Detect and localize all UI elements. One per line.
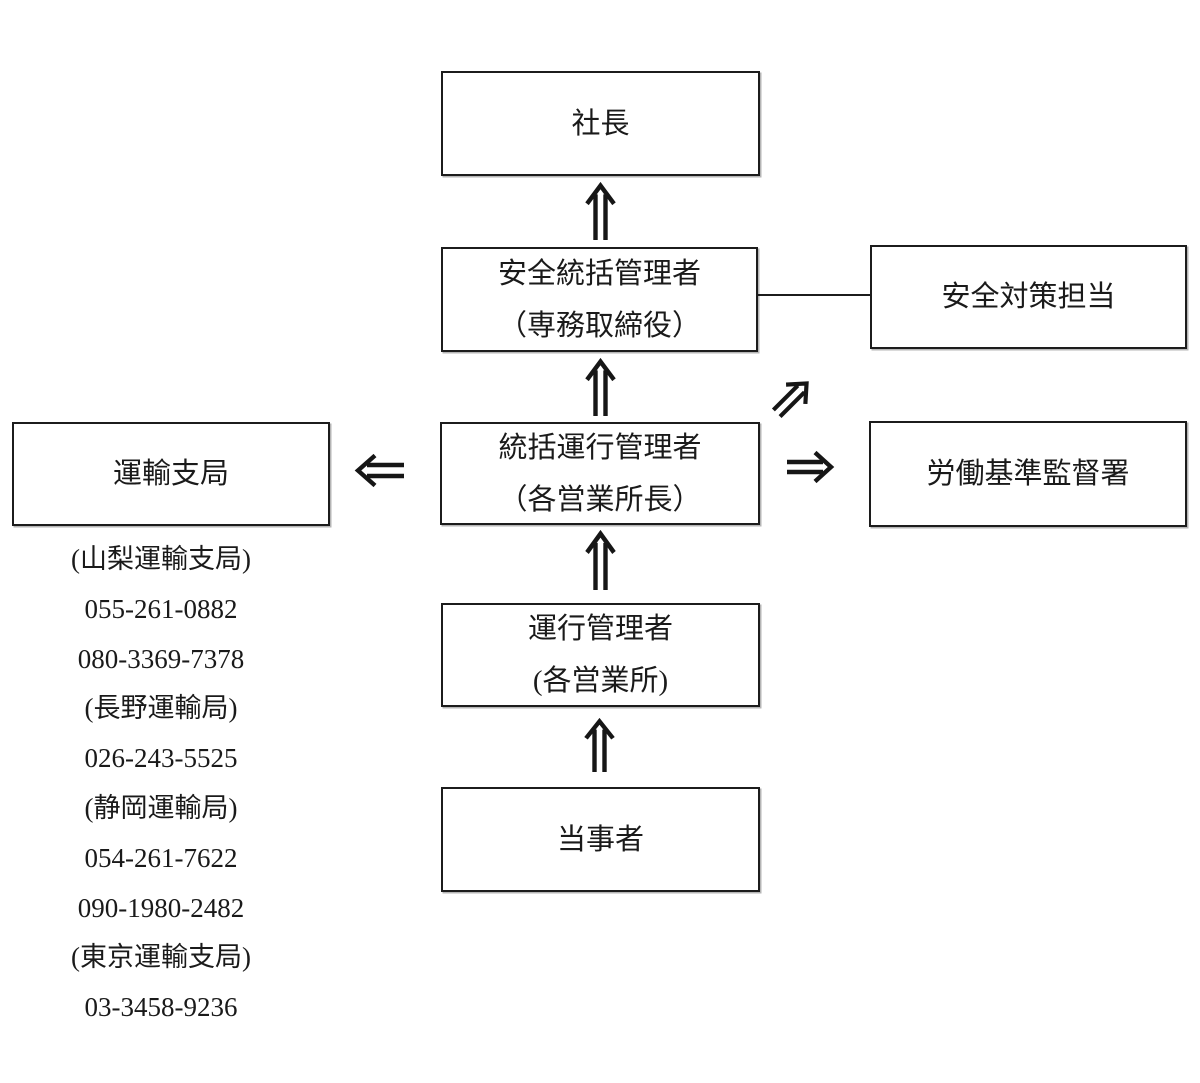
- box-safety-general-manager-subtitle: （専務取締役）: [497, 309, 701, 342]
- box-safety-general-manager-title: 安全統括管理者: [497, 257, 701, 290]
- box-operations-manager: 運行管理者 (各営業所): [441, 603, 760, 707]
- box-chief-operations-manager-title: 統括運行管理者: [498, 431, 702, 464]
- double-arrow-up-icon: [584, 717, 615, 772]
- contact-phone: 054-261-7622: [84, 842, 238, 873]
- box-chief-operations-manager-subtitle: （各営業所長）: [498, 483, 702, 516]
- box-concerned-party-label: 当事者: [556, 823, 644, 856]
- box-labor-standards-office: 労働基準監督署: [869, 421, 1187, 527]
- box-chief-operations-manager: 統括運行管理者 （各営業所長）: [440, 422, 760, 525]
- contact-phone: 055-261-0882: [84, 593, 238, 624]
- double-arrow-left-icon: [354, 453, 404, 488]
- contact-office-shizuoka: (静岡運輸局): [84, 792, 238, 823]
- contact-office-tokyo: (東京運輸支局): [71, 942, 251, 973]
- contact-phone: 080-3369-7378: [77, 643, 245, 674]
- box-operations-manager-title: 運行管理者: [527, 613, 673, 645]
- box-transport-branch-office: 運輸支局: [12, 422, 330, 526]
- double-arrow-up-icon: [585, 529, 616, 590]
- contact-phone: 03-3458-9236: [84, 992, 238, 1023]
- contact-office-nagano: (長野運輸局): [84, 693, 238, 724]
- double-arrow-up-icon: [585, 357, 616, 416]
- contact-list: (山梨運輸支局) 055-261-0882 080-3369-7378 (長野運…: [0, 535, 322, 1033]
- double-arrow-up-icon: [585, 181, 616, 240]
- box-operations-manager-subtitle: (各営業所): [532, 665, 669, 697]
- box-labor-standards-office-label: 労働基準監督署: [926, 458, 1130, 490]
- contact-phone: 090-1980-2482: [77, 892, 245, 923]
- box-safety-general-manager: 安全統括管理者 （専務取締役）: [441, 247, 758, 352]
- box-safety-officer: 安全対策担当: [870, 245, 1187, 349]
- double-arrow-up-right-icon: [771, 381, 809, 419]
- box-transport-branch-office-label: 運輸支局: [112, 458, 229, 490]
- box-president-label: 社長: [571, 107, 630, 140]
- box-safety-officer-label: 安全対策担当: [941, 281, 1116, 313]
- contact-office-yamanashi: (山梨運輸支局): [71, 544, 251, 574]
- double-arrow-right-icon: [787, 450, 835, 484]
- connector-line: [758, 294, 870, 296]
- box-concerned-party: 当事者: [441, 787, 760, 892]
- box-president: 社長: [441, 71, 760, 176]
- contact-phone: 026-243-5525: [84, 743, 238, 774]
